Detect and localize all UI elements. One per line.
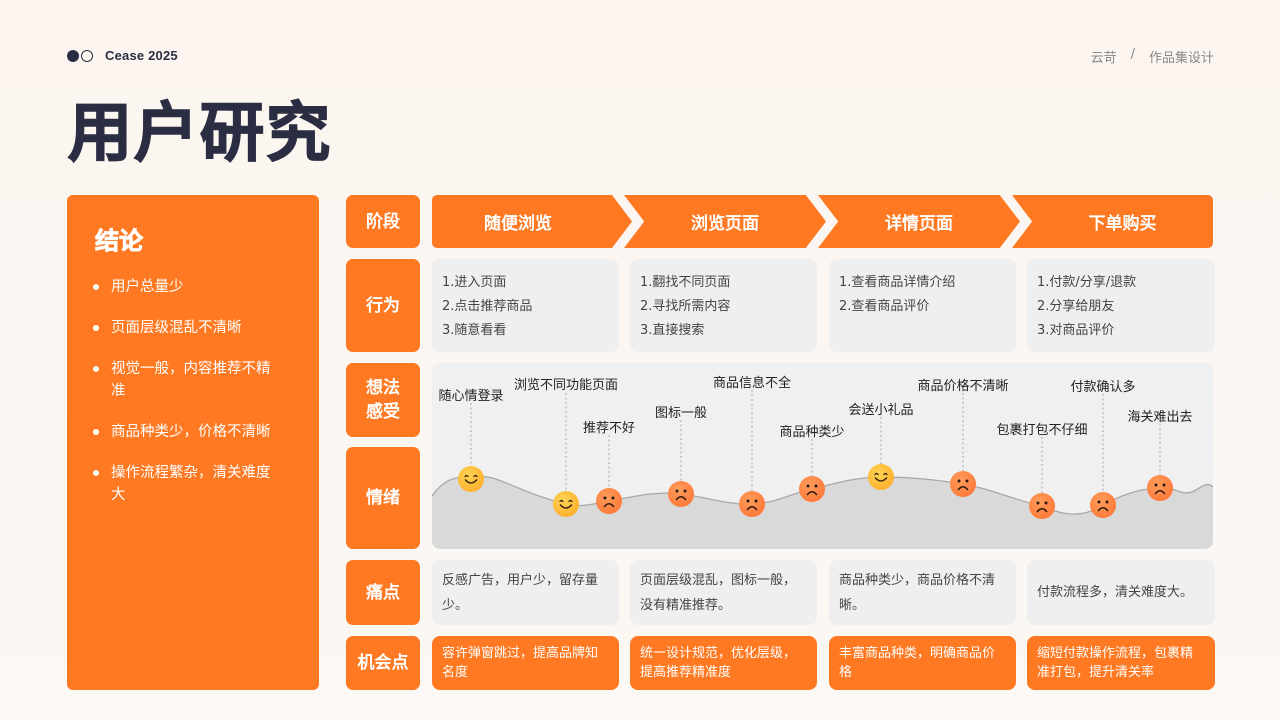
pain-point-text: 付款流程多，清关难度大。 — [1037, 585, 1194, 600]
hollow-dot-icon — [81, 49, 93, 62]
behavior-item: 1.付款/分享/退款 — [1037, 275, 1137, 290]
breadcrumb: 云苛 / 作品集设计 — [1091, 47, 1214, 66]
opportunity-text: 容许弹窗跳过，提高品牌知名度 — [442, 646, 599, 680]
filled-dot-icon — [67, 49, 79, 62]
thought-label: 付款确认多 — [1070, 380, 1136, 395]
row-label-behavior: 行为 — [346, 259, 420, 352]
opportunity-text: 丰富商品种类，明确商品价格 — [839, 646, 996, 680]
row-label-emotion: 情绪 — [346, 447, 420, 549]
opportunity-cell: 容许弹窗跳过，提高品牌知名度 — [432, 636, 619, 690]
thought-label: 海关难出去 — [1127, 410, 1193, 425]
thought-label: 商品价格不清晰 — [917, 379, 1009, 394]
happy-face-icon — [553, 491, 579, 517]
stage-arrow: 下单购买 — [1012, 195, 1213, 248]
behavior-cell: 1.翻找不同页面 2.寻找所需内容 3.直接搜索 — [630, 259, 817, 352]
stage-label: 下单购买 — [1088, 214, 1157, 234]
pain-point-text: 商品种类少，商品价格不清晰。 — [839, 572, 996, 613]
behavior-item: 1.进入页面 — [442, 275, 507, 290]
behavior-item: 1.翻找不同页面 — [640, 275, 731, 290]
behavior-item: 2.点击推荐商品 — [442, 299, 533, 314]
thought-label: 商品种类少 — [779, 425, 845, 440]
pain-point-text: 页面层级混乱，图标一般，没有精准推荐。 — [640, 572, 797, 613]
thought-label: 会送小礼品 — [848, 403, 914, 418]
thought-label: 随心情登录 — [438, 389, 504, 404]
thought-label: 图标一般 — [654, 406, 708, 421]
pain-point-cell: 反感广告，用户少，留存量少。 — [432, 560, 619, 625]
sad-face-icon — [1090, 492, 1116, 518]
brand-text: Cease 2025 — [105, 48, 178, 63]
behavior-item: 3.对商品评价 — [1037, 323, 1115, 338]
opportunity-text: 缩短付款操作流程，包裹精准打包，提升清关率 — [1037, 646, 1194, 680]
conclusion-item: 页面层级混乱不清晰 — [93, 317, 283, 339]
pain-point-cell: 商品种类少，商品价格不清晰。 — [829, 560, 1016, 625]
conclusion-title: 结论 — [95, 227, 144, 256]
sad-face-icon — [1029, 493, 1055, 519]
behavior-cell: 1.进入页面 2.点击推荐商品 3.随意看看 — [432, 259, 619, 352]
conclusion-list: 用户总量少 页面层级混乱不清晰 视觉一般，内容推荐不精准 商品种类少，价格不清晰… — [93, 276, 293, 506]
opportunity-cell: 统一设计规范，优化层级，提高推荐精准度 — [630, 636, 817, 690]
conclusion-item: 操作流程繁杂，清关难度大 — [93, 462, 283, 506]
thought-label: 浏览不同功能页面 — [513, 378, 619, 393]
happy-face-icon — [458, 466, 484, 492]
behavior-item: 3.随意看看 — [442, 323, 507, 338]
stage-label: 详情页面 — [885, 214, 953, 234]
breadcrumb-item[interactable]: 作品集设计 — [1148, 51, 1214, 66]
brand: Cease 2025 — [67, 48, 178, 63]
thought-label: 商品信息不全 — [712, 376, 792, 391]
behavior-item: 1.查看商品详情介绍 — [839, 275, 956, 290]
pain-point-cell: 页面层级混乱，图标一般，没有精准推荐。 — [630, 560, 817, 625]
thought-label: 包裹打包不仔细 — [996, 423, 1088, 438]
emotion-curve-chart: 随心情登录 浏览不同功能页面 推荐不好 图标一般 商品信息不全 商品种类少 会送… — [432, 363, 1213, 549]
pain-point-cell: 付款流程多，清关难度大。 — [1027, 560, 1215, 625]
sad-face-icon — [739, 491, 765, 517]
conclusion-panel: 结论 用户总量少 页面层级混乱不清晰 视觉一般，内容推荐不精准 商品种类少，价格… — [67, 195, 319, 690]
conclusion-item: 用户总量少 — [93, 276, 283, 298]
breadcrumb-separator: / — [1130, 47, 1135, 62]
behavior-item: 2.查看商品评价 — [839, 299, 930, 314]
happy-face-icon — [868, 464, 894, 490]
row-label-thought: 想法感受 — [346, 363, 420, 437]
opportunity-cell: 丰富商品种类，明确商品价格 — [829, 636, 1016, 690]
opportunity-text: 统一设计规范，优化层级，提高推荐精准度 — [640, 646, 797, 680]
sad-face-icon — [799, 476, 825, 502]
stage-label: 浏览页面 — [691, 214, 759, 234]
behavior-item: 3.直接搜索 — [640, 323, 705, 338]
conclusion-item: 视觉一般，内容推荐不精准 — [93, 358, 283, 402]
pain-point-text: 反感广告，用户少，留存量少。 — [442, 572, 599, 613]
row-label-opportunity: 机会点 — [346, 636, 420, 690]
breadcrumb-item[interactable]: 云苛 — [1090, 51, 1117, 66]
behavior-cell: 1.查看商品详情介绍 2.查看商品评价 — [829, 259, 1016, 352]
stage-arrow: 浏览页面 — [624, 195, 826, 248]
stage-arrow: 随便浏览 — [432, 195, 632, 248]
stage-label: 随便浏览 — [484, 214, 552, 234]
opportunity-cell: 缩短付款操作流程，包裹精准打包，提升清关率 — [1027, 636, 1215, 690]
stage-arrow: 详情页面 — [818, 195, 1020, 248]
conclusion-item: 商品种类少，价格不清晰 — [93, 421, 283, 443]
sad-face-icon — [950, 471, 976, 497]
row-label-pain: 痛点 — [346, 560, 420, 625]
page-title: 用户研究 — [67, 96, 332, 172]
sad-face-icon — [596, 488, 622, 514]
row-label-stage: 阶段 — [346, 195, 420, 248]
sad-face-icon — [668, 481, 694, 507]
behavior-cell: 1.付款/分享/退款 2.分享给朋友 3.对商品评价 — [1027, 259, 1215, 352]
thought-label: 推荐不好 — [582, 421, 636, 436]
behavior-item: 2.分享给朋友 — [1037, 299, 1115, 314]
behavior-item: 2.寻找所需内容 — [640, 299, 731, 314]
sad-face-icon — [1147, 475, 1173, 501]
